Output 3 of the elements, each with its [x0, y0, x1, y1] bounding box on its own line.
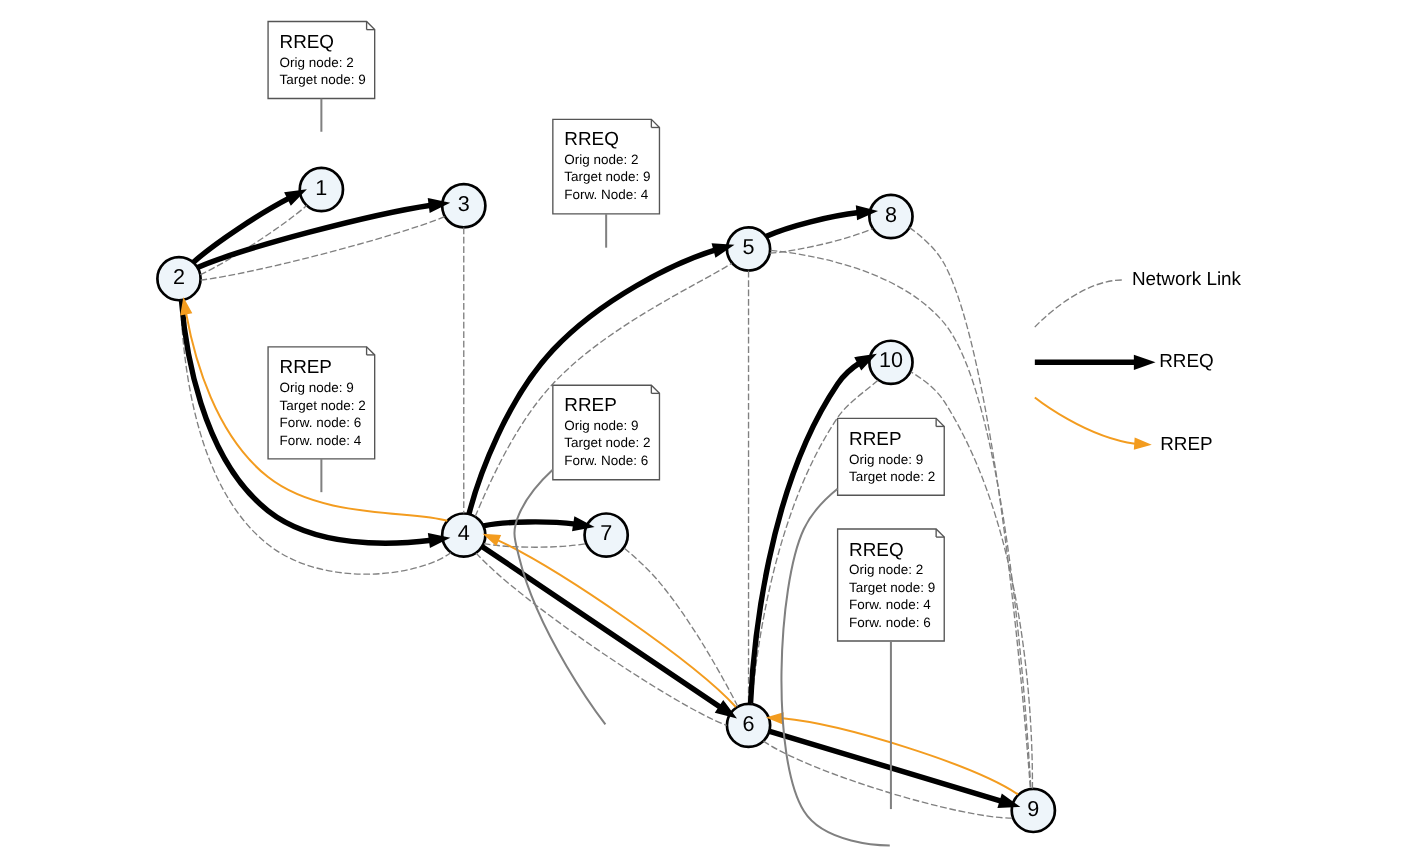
legend-label: RREQ [1159, 351, 1214, 374]
legend-label: Network Link [1131, 268, 1242, 291]
legend-label: RREP [1160, 433, 1213, 456]
